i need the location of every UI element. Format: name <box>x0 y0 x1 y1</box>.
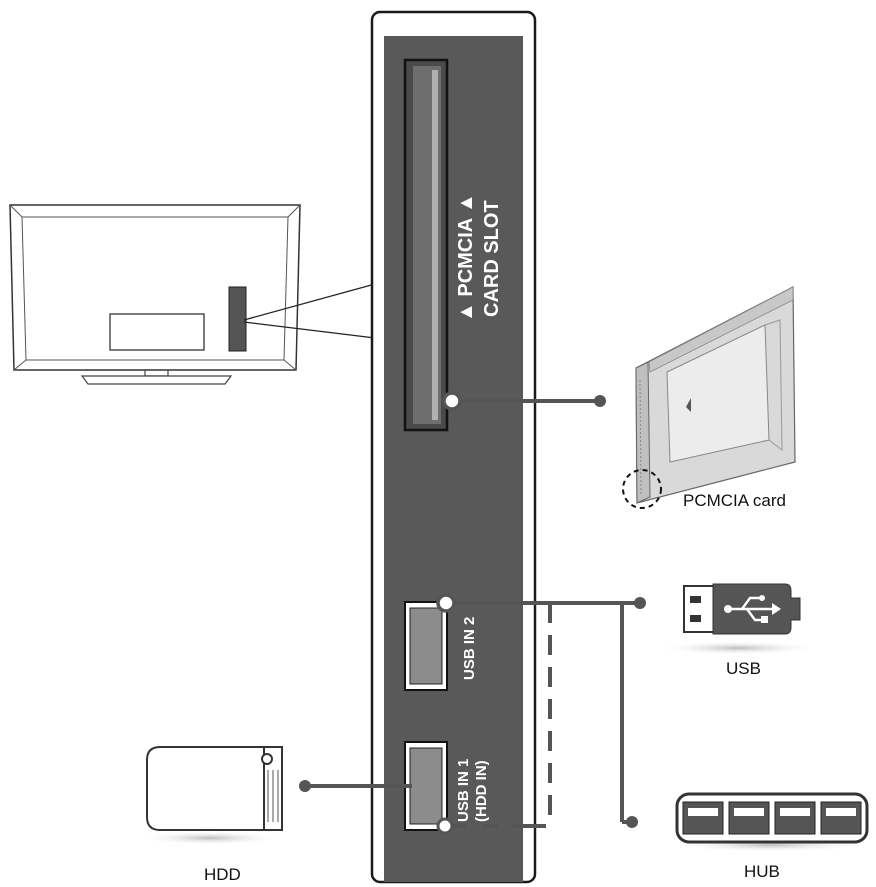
usb-in-2-label: USB IN 2 <box>461 617 478 680</box>
connection-lines <box>305 399 640 828</box>
slot-label-line1: ▲ PCMCIA ▲ <box>455 193 477 322</box>
usb-hub-icon <box>670 792 870 852</box>
usb-in-2-port <box>404 601 448 691</box>
pcmcia-card-label: PCMCIA card <box>683 491 786 510</box>
pcmcia-slot <box>403 58 449 432</box>
slot-label-line2: CARD SLOT <box>481 200 503 317</box>
zoom-callout <box>243 283 376 339</box>
hdd-label: HDD <box>204 865 241 884</box>
side-panel <box>370 10 537 884</box>
usb-in-1-label-line2: (HDD IN) <box>473 760 490 822</box>
connection-terminals <box>299 391 646 835</box>
usb-in-1-label-line1: USB IN 1 <box>455 759 472 822</box>
tv-rear-icon <box>9 204 301 385</box>
hub-label: HUB <box>744 862 780 881</box>
hdd-icon <box>138 746 283 845</box>
usb-symbol-icon <box>724 595 781 623</box>
usb-label: USB <box>726 659 761 678</box>
pcmcia-card-icon <box>622 286 796 509</box>
usb-stick-icon <box>658 583 818 655</box>
